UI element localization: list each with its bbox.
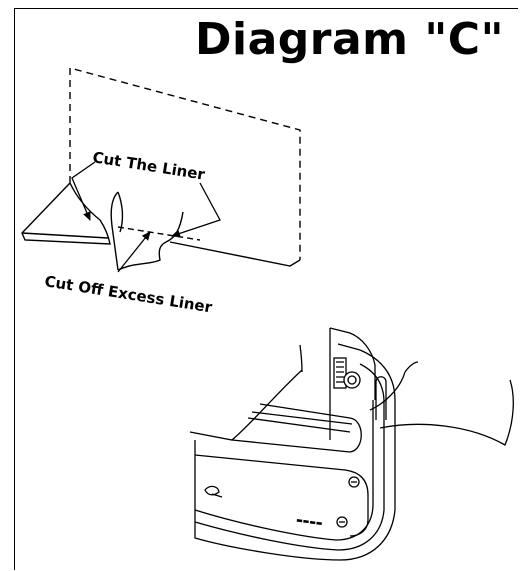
diagram-frame bbox=[14, 8, 518, 570]
unit-assembly bbox=[189, 327, 514, 561]
cut-liner-arrows bbox=[71, 161, 221, 238]
diagram-title: Diagram "C" bbox=[195, 14, 504, 65]
label-cut-excess: Cut Off Excess Liner bbox=[43, 272, 214, 316]
cut-excess-arrow bbox=[117, 231, 151, 273]
small-logo-text: ▬▬▬▬ bbox=[296, 516, 323, 528]
label-cut-liner: Cut The Liner bbox=[91, 148, 206, 184]
